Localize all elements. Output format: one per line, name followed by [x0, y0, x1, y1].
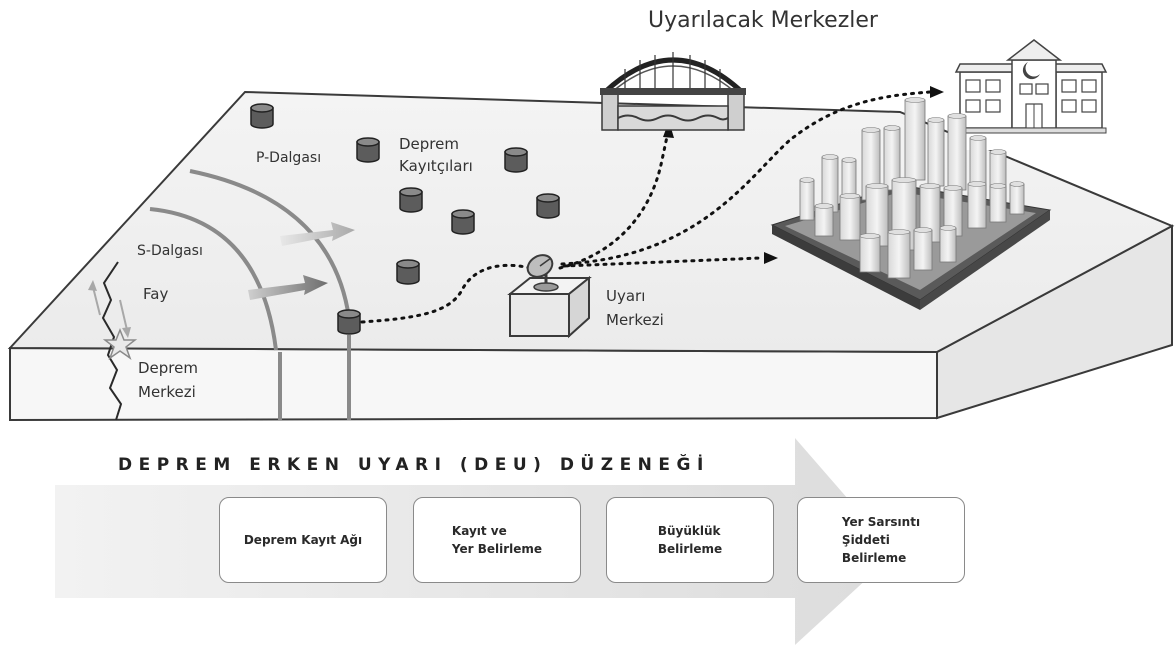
hospital-icon — [950, 39, 1108, 150]
building — [904, 99, 926, 181]
arrow-icon — [280, 222, 355, 246]
recorder-icon — [250, 103, 274, 129]
satellite-dish-icon — [526, 254, 559, 292]
step-label: Büyüklük Belirleme — [657, 524, 723, 556]
building — [939, 227, 957, 263]
fault-label: Fay — [143, 285, 168, 303]
recorder-icon — [536, 193, 560, 219]
building — [839, 195, 861, 241]
building — [989, 185, 1007, 223]
banner-title: DEPREM ERKEN UYARI (DEU) DÜZENEĞİ — [118, 453, 710, 475]
bridge-icon — [600, 52, 746, 131]
warning-center-label-line2: Merkezi — [606, 311, 664, 329]
building — [927, 119, 945, 187]
step-label: Deprem Kayıt Ağı — [243, 533, 363, 547]
recorder-icon — [337, 309, 361, 335]
recorders-label-line1: Deprem — [399, 135, 459, 153]
building — [1009, 183, 1025, 215]
step-label: Yer Sarsıntı Şiddeti Belirleme — [841, 515, 921, 565]
fault-line — [101, 261, 123, 421]
city-icon — [770, 97, 1052, 310]
p-wave-front — [189, 169, 351, 319]
step-magnitude: Büyüklük Belirleme — [606, 497, 774, 583]
epicenter-label-line2: Merkezi — [138, 383, 196, 401]
epicenter-label-line1: Deprem — [138, 359, 198, 377]
building — [814, 205, 834, 237]
s-wave-label: S-Dalgası — [137, 243, 203, 259]
step-intensity: Yer Sarsıntı Şiddeti Belirleme — [797, 497, 965, 583]
s-wave-front — [149, 207, 278, 351]
building — [799, 179, 815, 221]
step-recording-network: Deprem Kayıt Ağı — [219, 497, 387, 583]
warning-center-label-line1: Uyarı — [606, 287, 645, 305]
fault-arrow-up — [92, 286, 101, 316]
recorders-label-line2: Kayıtçıları — [399, 157, 473, 175]
recorder-icon — [396, 259, 420, 285]
star-icon — [102, 327, 138, 360]
building — [859, 235, 881, 273]
building — [947, 115, 967, 191]
step-location: Kayıt ve Yer Belirleme — [413, 497, 581, 583]
recorder-icon — [399, 187, 423, 213]
warning-center-box — [507, 275, 592, 339]
recorders — [250, 103, 560, 335]
p-wave-label: P-Dalgası — [256, 150, 321, 166]
step-label: Kayıt ve Yer Belirleme — [451, 524, 543, 556]
warning-centers-title: Uyarılacak Merkezler — [648, 8, 879, 33]
wave-fronts — [149, 169, 351, 351]
building — [913, 229, 933, 271]
communication-lines — [360, 90, 932, 324]
arrow-icon — [248, 275, 328, 300]
building — [967, 183, 987, 229]
recorder-icon — [356, 137, 380, 163]
recorder-icon — [504, 147, 528, 173]
building — [887, 231, 911, 279]
fault-arrow-down — [119, 299, 128, 331]
recorder-icon — [451, 209, 475, 235]
